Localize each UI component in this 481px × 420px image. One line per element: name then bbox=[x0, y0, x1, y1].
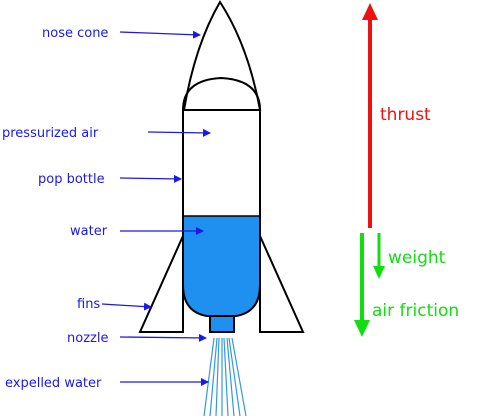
weight-label: weight bbox=[388, 248, 446, 268]
nozzle-arrow bbox=[119, 333, 207, 342]
label-fins: fins bbox=[77, 297, 100, 312]
label-nose-cone: nose cone bbox=[42, 26, 108, 41]
left-fin bbox=[138, 235, 184, 333]
thrust-label: thrust bbox=[380, 105, 431, 125]
air-friction-label: air friction bbox=[372, 301, 459, 321]
right-fin bbox=[259, 235, 305, 333]
pop-bottle-arrow bbox=[119, 174, 182, 183]
label-water: water bbox=[70, 224, 108, 239]
label-expelled-water: expelled water bbox=[5, 376, 102, 391]
expelled-water-spray bbox=[203, 337, 247, 417]
fins-arrow bbox=[101, 302, 152, 311]
nozzle bbox=[209, 315, 235, 333]
thrust-arrow bbox=[362, 3, 378, 228]
nose-cone-arrow bbox=[119, 30, 201, 39]
pressurized-air-arrow bbox=[147, 128, 211, 137]
label-nozzle: nozzle bbox=[67, 331, 108, 346]
air-friction-arrow bbox=[354, 233, 370, 337]
pop-bottle bbox=[182, 76, 261, 317]
nose-cone bbox=[182, 0, 262, 111]
weight-arrow bbox=[373, 233, 385, 279]
label-pop-bottle: pop bottle bbox=[38, 172, 105, 187]
water-fill bbox=[183, 216, 260, 316]
label-pressurized-air: pressurized air bbox=[2, 126, 99, 141]
